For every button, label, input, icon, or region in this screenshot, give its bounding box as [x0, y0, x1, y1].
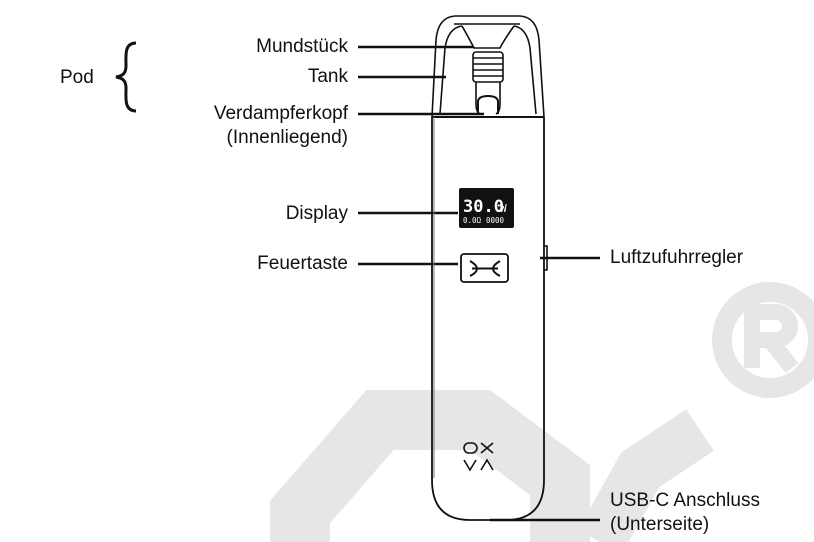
airflow-slider [544, 245, 548, 271]
drip-tip [472, 51, 504, 83]
label-feuertaste: Feuertaste [257, 253, 348, 274]
screen-wattage: 30.0 [463, 197, 504, 217]
device-body [431, 117, 545, 521]
brand-logo-icon [463, 442, 494, 472]
fire-button[interactable] [460, 253, 509, 283]
registered-watermark-icon [712, 282, 814, 398]
label-usb: USB-C Anschluss [610, 490, 760, 511]
coil-head [477, 94, 499, 114]
label-pod: Pod [60, 67, 94, 88]
screen-unit: W [500, 202, 507, 215]
chimney [475, 82, 501, 115]
label-verdampfer-sub: (Innenliegend) [226, 127, 348, 148]
pod-inner-left [439, 25, 463, 115]
pod-inner-right [513, 25, 537, 115]
watermark [270, 282, 814, 542]
label-mundstueck: Mundstück [256, 36, 348, 57]
screen-counter: 0000 [486, 216, 505, 225]
pod-brace [115, 41, 137, 113]
label-display: Display [285, 203, 348, 224]
label-tank: Tank [307, 66, 348, 87]
label-luftzufuhr: Luftzufuhrregler [610, 247, 744, 268]
mouthpiece-cap [461, 25, 515, 49]
device [431, 15, 548, 521]
device-screen [459, 188, 514, 228]
watermark-letter [270, 390, 590, 542]
label-verdampfer: Verdampferkopf [213, 103, 348, 124]
screen-resistance: 0.0Ω [463, 216, 482, 225]
fire-button-icon [469, 260, 501, 277]
pod-shell [431, 15, 545, 118]
label-usb-sub: (Unterseite) [610, 514, 710, 535]
